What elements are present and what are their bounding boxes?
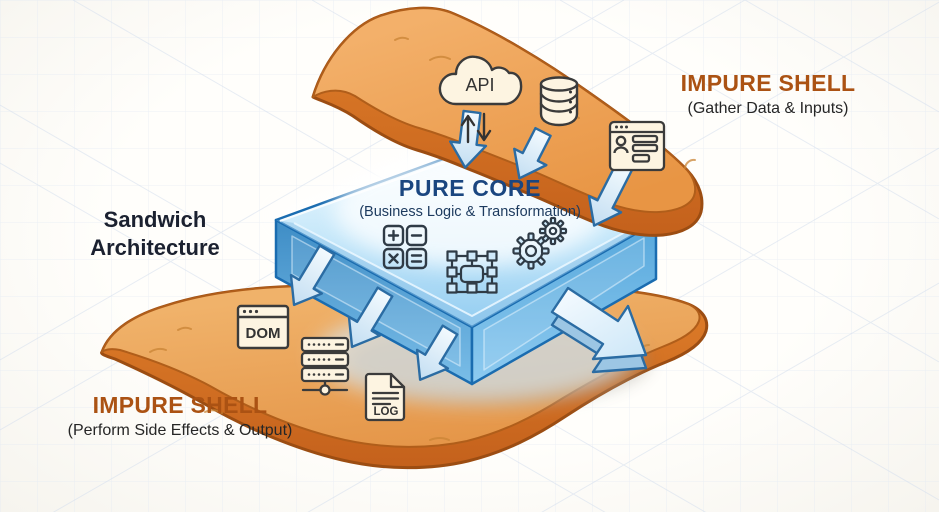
log-label: LOG (374, 406, 399, 418)
output-arrow-3d (550, 286, 648, 374)
server-stack-icon (300, 336, 350, 396)
top-bread-slice (311, 6, 704, 237)
browser-form-icon (608, 120, 666, 172)
flowchart-icon (446, 250, 498, 294)
api-label: API (465, 75, 494, 95)
arrow-core-to-log (415, 324, 459, 381)
top-bread-face (312, 7, 697, 214)
arrow-core-to-dom (289, 244, 336, 307)
database-icon (539, 76, 579, 127)
arrow-core-to-server (347, 286, 394, 349)
arrow-database-to-core (513, 126, 552, 180)
api-cloud-icon: API (438, 55, 523, 144)
dom-window-icon: DOM (236, 304, 290, 350)
log-file-icon: LOG (364, 372, 406, 422)
dom-label: DOM (246, 325, 281, 342)
arrow-browser-to-core (587, 159, 634, 227)
gears-icon (512, 216, 568, 270)
input-arrows (289, 109, 634, 381)
math-operations-icon (382, 224, 428, 270)
